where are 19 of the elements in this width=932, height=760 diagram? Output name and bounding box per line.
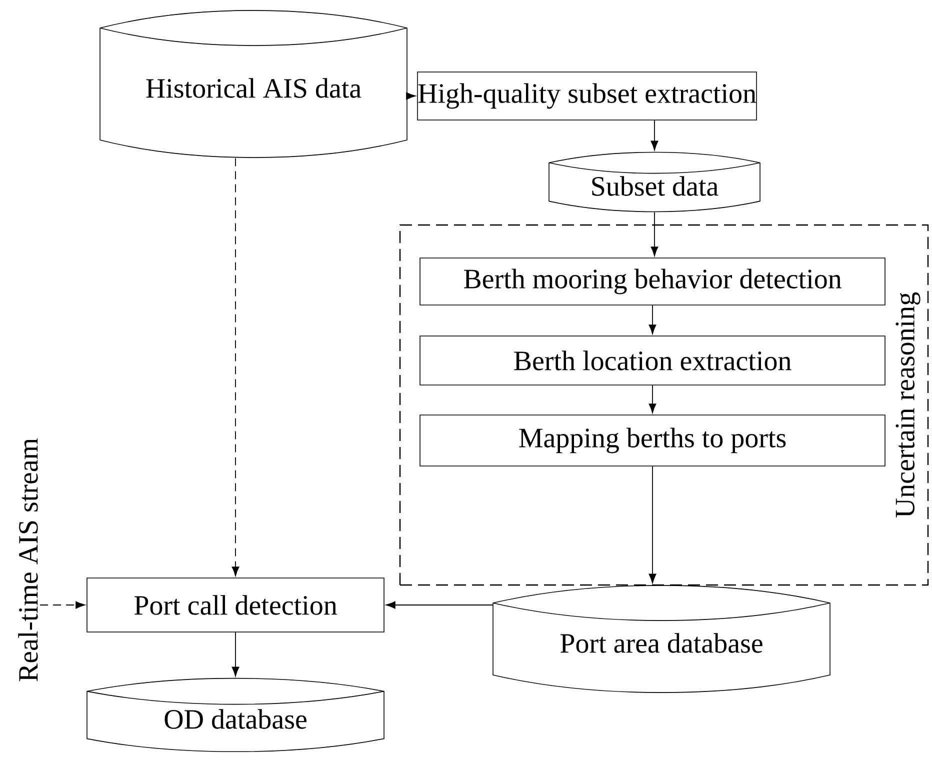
arrow (386, 601, 494, 609)
arrow (406, 92, 416, 100)
arrow (648, 304, 656, 334)
input-label: Real-time AIS stream (18, 438, 38, 682)
process-box: Berth location extraction (420, 336, 886, 386)
arrow (232, 158, 240, 576)
arrow (40, 601, 86, 609)
process-box: Port call detection (86, 578, 384, 632)
database-cylinder: Historical AIS data (100, 10, 408, 158)
process-box: Mapping berths to ports (420, 414, 886, 466)
database-cylinder: Port area database (492, 585, 830, 693)
database-cylinder: Subset data (548, 152, 760, 212)
arrow (648, 384, 656, 414)
arrow (650, 212, 658, 256)
arrow (650, 120, 658, 150)
arrow (232, 632, 240, 676)
arrow (648, 466, 656, 584)
database-cylinder: OD database (86, 678, 384, 752)
process-box: Berth mooring behavior detection (420, 258, 886, 306)
